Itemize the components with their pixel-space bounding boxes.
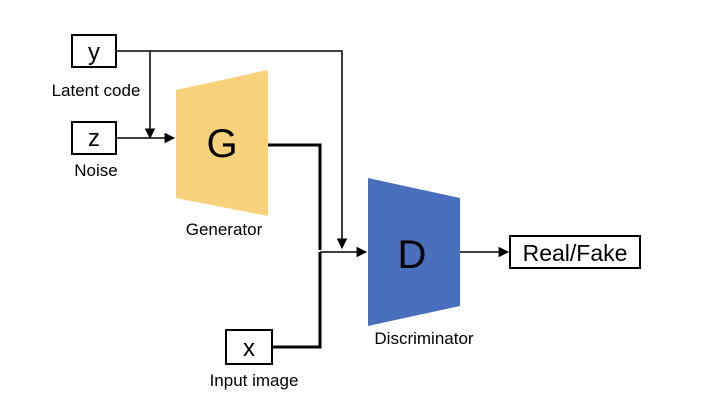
- noise-input: z: [71, 121, 117, 155]
- discriminator-block: D: [368, 178, 460, 326]
- noise-caption: Noise: [74, 161, 117, 180]
- discriminator-caption: Discriminator: [374, 329, 474, 348]
- y-box: [71, 34, 117, 68]
- x-symbol: x: [243, 335, 255, 362]
- z-symbol: z: [88, 125, 100, 152]
- latent-code-input: y: [71, 34, 117, 68]
- discriminator-shape: [368, 178, 460, 326]
- real-fake-output: Real/Fake: [509, 235, 641, 269]
- input-image-input: x: [225, 329, 273, 365]
- y-to-discriminator-arrow: [116, 50, 348, 250]
- generator-caption: Generator: [186, 220, 263, 239]
- latent-code-caption: Latent code: [52, 81, 141, 100]
- real-fake-box: [509, 235, 641, 269]
- y-symbol: y: [88, 39, 100, 66]
- z-box: [71, 121, 117, 155]
- x-output-line: [272, 252, 322, 349]
- generator-output-line: [268, 143, 322, 250]
- generator-block: G: [176, 70, 268, 216]
- discriminator-letter: D: [398, 233, 427, 277]
- x-box: [225, 329, 273, 365]
- real-fake-label: Real/Fake: [523, 240, 628, 266]
- generator-shape: [176, 70, 268, 216]
- input-image-caption: Input image: [210, 371, 299, 390]
- generator-letter: G: [206, 122, 237, 166]
